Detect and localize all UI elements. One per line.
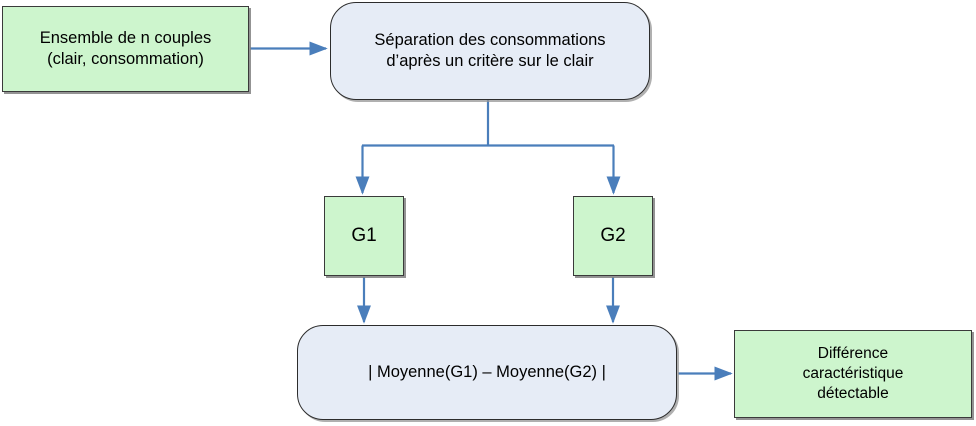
node-moyenne-difference-formula[interactable]: | Moyenne(G1) – Moyenne(G2) | xyxy=(297,325,677,420)
node-g2[interactable]: G2 xyxy=(573,196,653,276)
node-ensemble-de-n-couples[interactable]: Ensemble de n couples (clair, consommati… xyxy=(2,6,249,92)
node-g1[interactable]: G1 xyxy=(324,196,404,276)
node-difference-caracteristique-detectable[interactable]: Différence caractéristique détectable xyxy=(734,330,972,418)
edge-separation-split xyxy=(362,100,614,147)
node-separation-des-consommations[interactable]: Séparation des consommations d’après un … xyxy=(330,2,650,100)
